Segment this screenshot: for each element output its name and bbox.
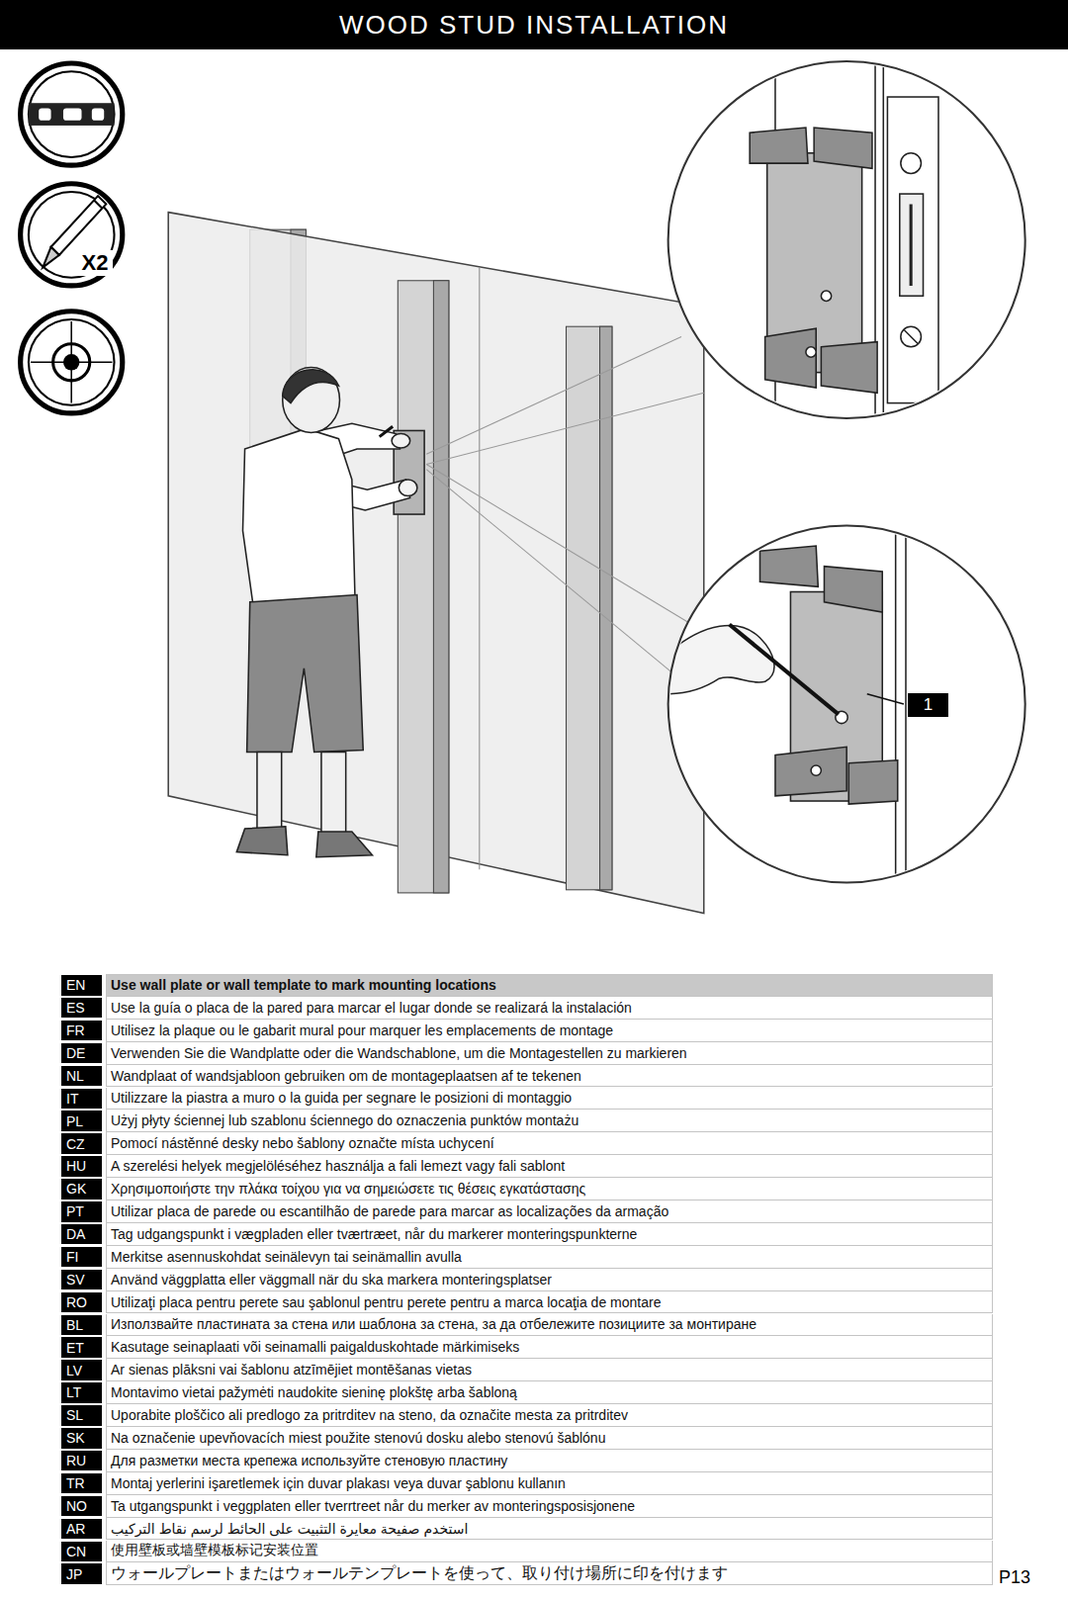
instruction-text: Använd väggplatta eller väggmall när du … xyxy=(105,1268,993,1292)
instruction-text: Utilizzare la piastra a muro o la guida … xyxy=(105,1087,993,1111)
instruction-text: Използвайте пластината за стена или шабл… xyxy=(105,1314,993,1337)
page-title: WOOD STUD INSTALLATION xyxy=(339,9,729,41)
language-code: IT xyxy=(61,1088,102,1110)
instruction-text: Kasutage seinaplaati või seinamalli paig… xyxy=(105,1335,993,1359)
instruction-text: Use la guía o placa de la pared para mar… xyxy=(105,996,993,1020)
instruction-text: Utilizaţi placa pentru perete sau şablon… xyxy=(105,1291,993,1315)
page-number: P13 xyxy=(998,1565,1059,1590)
level-icon xyxy=(20,63,123,166)
language-code: EN xyxy=(61,975,102,996)
instruction-text: Montaj yerlerini işaretlemek için duvar … xyxy=(105,1472,993,1496)
language-code: AR xyxy=(61,1518,102,1540)
title-bar: WOOD STUD INSTALLATION xyxy=(0,0,1068,50)
language-code: SK xyxy=(61,1427,102,1449)
instruction-text: Wandplaat of wandsjabloon gebruiken om d… xyxy=(105,1065,993,1088)
language-code: DA xyxy=(61,1224,102,1246)
language-code: PT xyxy=(61,1201,102,1223)
language-code: TR xyxy=(61,1473,102,1495)
language-code: CN xyxy=(61,1541,102,1563)
language-code: HU xyxy=(61,1156,102,1177)
instruction-text: Verwenden Sie die Wandplatte oder die Wa… xyxy=(105,1042,993,1066)
instruction-text: Use wall plate or wall template to mark … xyxy=(105,974,993,997)
quantity-label: X2 xyxy=(77,250,113,276)
instruction-text: Tag udgangspunkt i vægpladen eller tvært… xyxy=(105,1223,993,1246)
language-code: RO xyxy=(61,1292,102,1314)
instruction-text: Na označenie upevňovacích miest použite … xyxy=(105,1426,993,1450)
language-code: FR xyxy=(61,1020,102,1042)
language-code: DE xyxy=(61,1043,102,1065)
language-code: ES xyxy=(61,997,102,1019)
instruction-text: Для разметки места крепежа используйте с… xyxy=(105,1449,993,1473)
language-code: JP xyxy=(61,1563,102,1585)
language-code: CZ xyxy=(61,1133,102,1155)
instruction-text: Ta utgangspunkt i veggplaten eller tverr… xyxy=(105,1495,993,1518)
pencil-icon xyxy=(20,183,123,286)
wall-scene xyxy=(168,212,705,914)
instruction-text: Ar sienas plāksni vai šablonu atzīmējiet… xyxy=(105,1358,993,1382)
callout-number: 1 xyxy=(907,693,949,717)
language-code: NO xyxy=(61,1496,102,1517)
instruction-text: 使用壁板或墙壁模板标记安装位置 xyxy=(105,1540,993,1564)
instruction-text: استخدم صفيحة معايرة التثبيت على الحائط ل… xyxy=(105,1517,993,1541)
language-code: LV xyxy=(61,1359,102,1381)
instruction-text: Utilizar placa de parede ou escantilhão … xyxy=(105,1200,993,1224)
zoom-detail-level xyxy=(668,51,1026,430)
language-code: ET xyxy=(61,1336,102,1358)
language-code: GK xyxy=(61,1178,102,1200)
instruction-text: Montavimo vietai pažymėti naudokite sien… xyxy=(105,1381,993,1405)
instruction-text: Pomocí nástěnné desky nebo šablony označ… xyxy=(105,1132,993,1156)
language-code: SL xyxy=(61,1405,102,1426)
language-code: SV xyxy=(61,1269,102,1291)
language-code: RU xyxy=(61,1450,102,1472)
language-code: NL xyxy=(61,1066,102,1087)
instruction-text: A szerelési helyek megjelöléséhez haszná… xyxy=(105,1155,993,1178)
instruction-text: Utilisez la plaque ou le gabarit mural p… xyxy=(105,1019,993,1043)
language-code: BL xyxy=(61,1315,102,1336)
language-code: PL xyxy=(61,1110,102,1132)
instruction-text: Χρησιμοποιήστε την πλάκα τοίχου για να σ… xyxy=(105,1177,993,1201)
language-code: FI xyxy=(61,1246,102,1268)
instruction-text: ウォールプレートまたはウォールテンプレートを使って、取り付け場所に印を付けます xyxy=(105,1562,993,1586)
instruction-text: Merkitse asennuskohdat seinälevyn tai se… xyxy=(105,1246,993,1269)
instruction-text: Użyj płyty ściennej lub szablonu ścienne… xyxy=(105,1109,993,1133)
instruction-text: Uporabite ploščico ali predlogo za pritr… xyxy=(105,1404,993,1427)
language-code: LT xyxy=(61,1382,102,1404)
zoom-detail-marking xyxy=(668,510,1026,898)
target-icon xyxy=(20,311,123,414)
installer-figure xyxy=(236,366,425,857)
